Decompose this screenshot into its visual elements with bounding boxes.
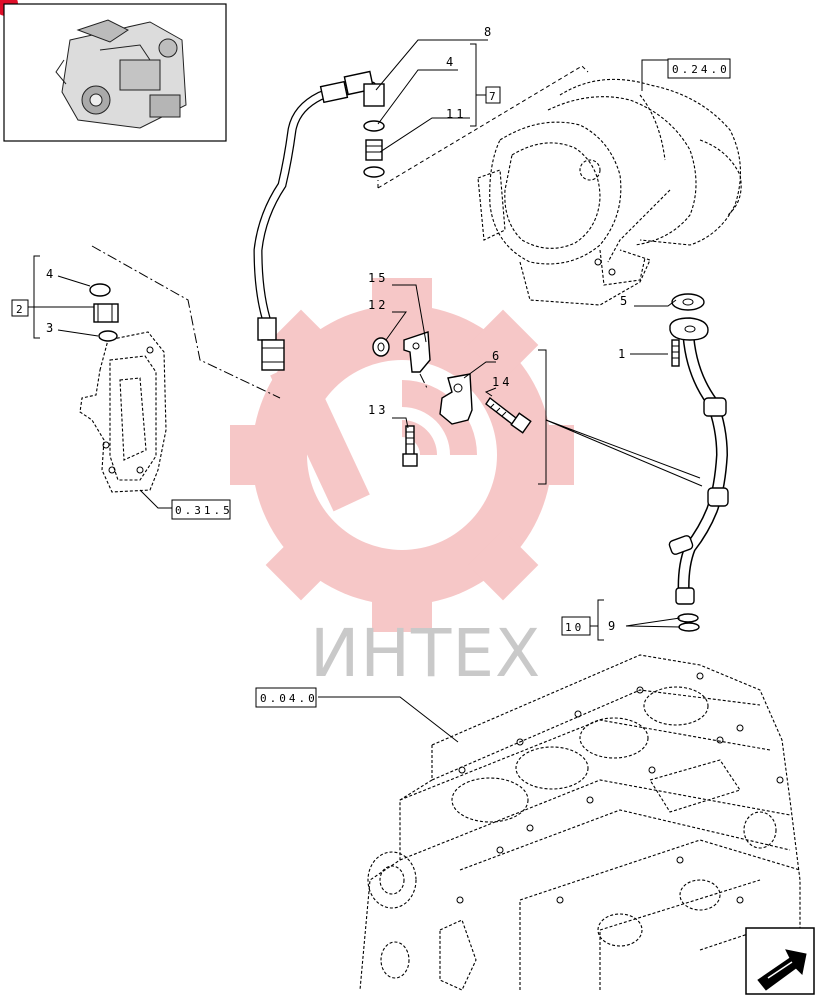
label-6: 6 [492, 349, 502, 363]
gasket-5 [671, 293, 705, 311]
turbocharger [477, 78, 742, 306]
oil-return-pipe [668, 317, 729, 605]
label-5: 5 [620, 294, 630, 308]
box-label-10[interactable] [561, 616, 591, 636]
ref-box-turbo[interactable] [667, 58, 731, 79]
label-3: 3 [46, 321, 56, 335]
seal-ring-lower [363, 166, 385, 178]
ref-block: 0.04.0 [260, 692, 318, 705]
label-1: 1 [618, 347, 628, 361]
engine-block [359, 654, 801, 991]
ref-box-cover[interactable] [171, 499, 231, 520]
seal-ring-9b [678, 622, 700, 632]
label-7: 7 [489, 90, 499, 103]
oil-feed-pipe [253, 70, 385, 371]
engine-thumbnail-icon [55, 19, 187, 129]
label-9: 9 [608, 619, 618, 633]
box-label-2[interactable] [11, 299, 29, 317]
label-11: 11 [446, 107, 466, 121]
label-4-left: 4 [46, 267, 56, 281]
watermark-text: ИНТЕХ [310, 615, 541, 692]
ref-turbo: 0.24.0 [672, 63, 730, 76]
seal-ring-4 [363, 120, 385, 132]
label-8: 8 [484, 25, 494, 39]
seal-ring-3 [98, 330, 118, 342]
label-4-top: 4 [446, 55, 456, 69]
seal-ring-9a [677, 613, 699, 623]
box-label-7[interactable] [485, 86, 501, 104]
label-14: 14 [492, 375, 512, 389]
union-11 [365, 139, 383, 161]
label-13: 13 [368, 403, 388, 417]
clamp-6 [439, 373, 473, 425]
timing-cover [79, 331, 167, 493]
next-page-arrow-icon[interactable] [745, 927, 815, 995]
bolt-13 [402, 425, 418, 467]
label-2: 2 [16, 303, 26, 316]
seal-ring-4-left [89, 283, 111, 297]
stud-1 [671, 339, 680, 367]
ref-box-block[interactable] [255, 687, 317, 708]
label-10: 10 [565, 621, 584, 634]
spacer-12 [372, 337, 390, 357]
label-15: 15 [368, 271, 388, 285]
bracket-15 [403, 331, 431, 373]
label-12: 12 [368, 298, 388, 312]
ref-cover: 0.31.5 [175, 504, 233, 517]
watermark-gear-icon [230, 278, 574, 632]
bolt-14 [485, 396, 532, 434]
